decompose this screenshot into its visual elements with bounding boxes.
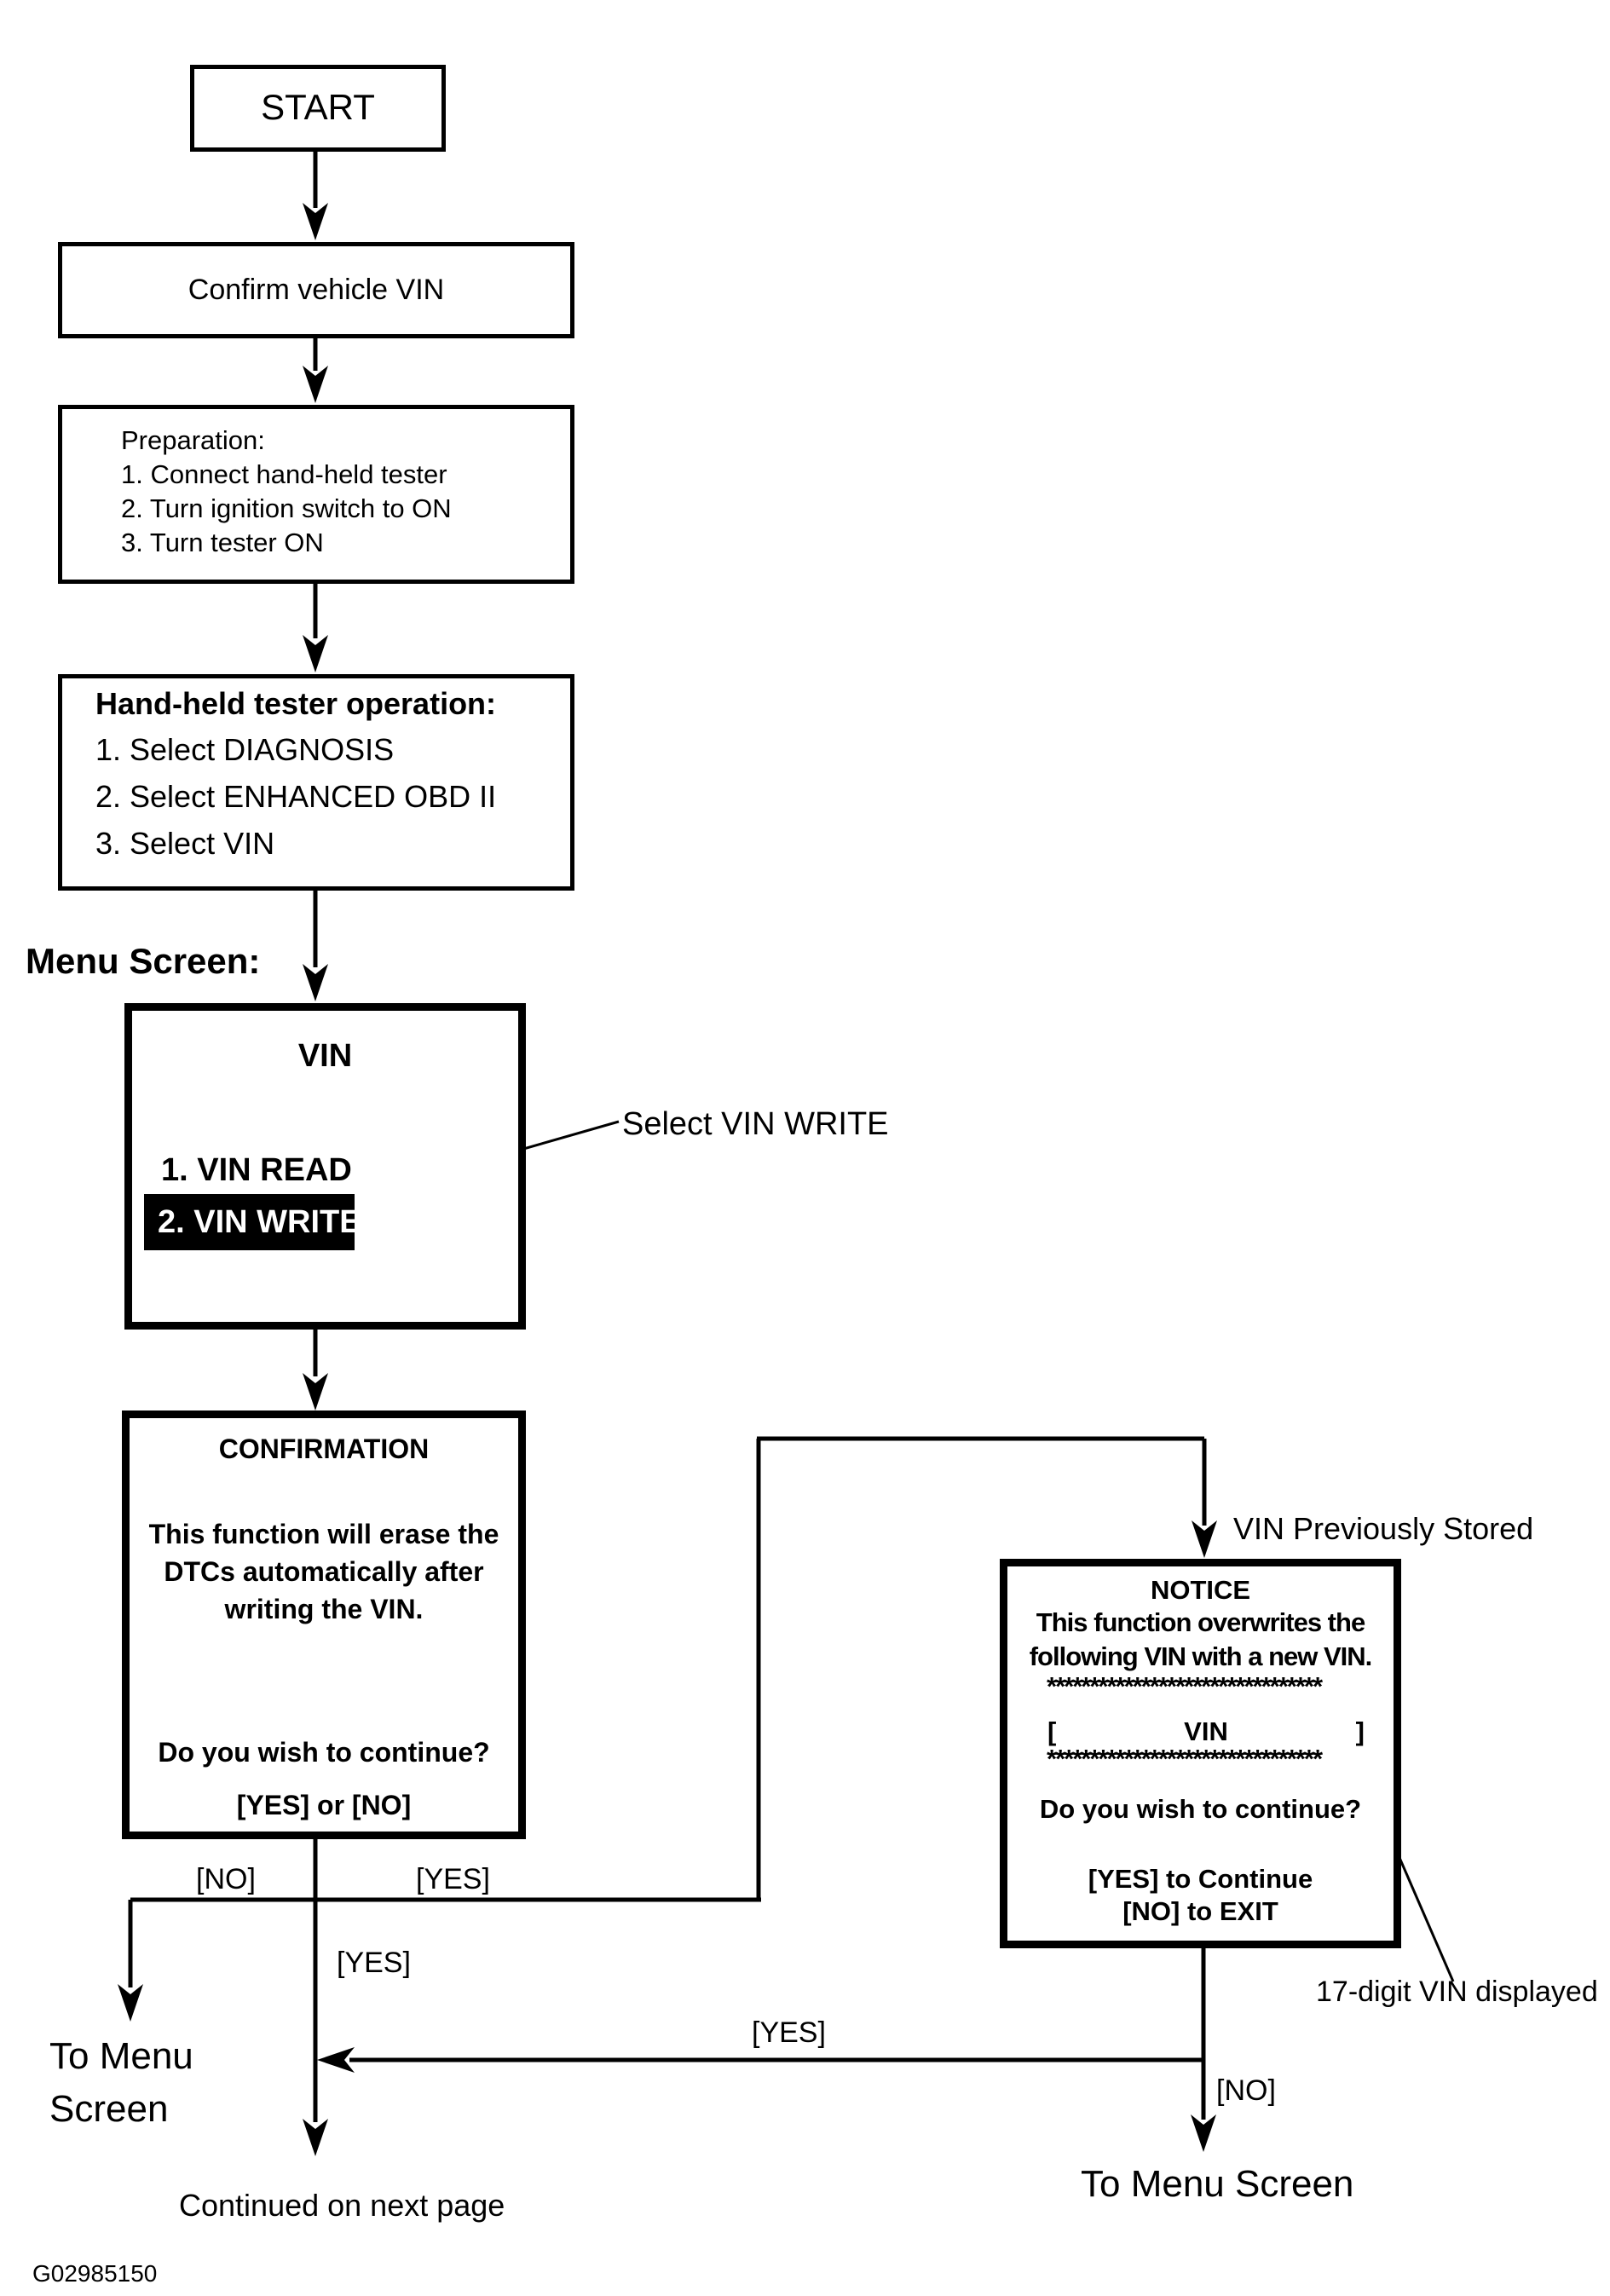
notice-vin-open-bracket: [ bbox=[1047, 1716, 1057, 1746]
terminal-continued-next-page: Continued on next page bbox=[179, 2188, 505, 2223]
arrow-tester-to-vinmenu-head bbox=[303, 964, 328, 1001]
arrow-notice-down-head bbox=[1191, 2114, 1216, 2152]
notice-yes-line: [YES] to Continue bbox=[1088, 1864, 1313, 1894]
arrow-continued-head bbox=[303, 2119, 328, 2156]
notice-stars-bottom: ******************************** bbox=[1047, 1745, 1323, 1774]
tester-operation-step-3: 3. Select VIN bbox=[95, 826, 275, 861]
annotation-vin-previously-stored: VIN Previously Stored bbox=[1233, 1511, 1534, 1546]
branch-label-no-notice: [NO] bbox=[1216, 2074, 1276, 2107]
notice-no-line: [NO] to EXIT bbox=[1122, 1896, 1278, 1926]
vin-menu-item-write-highlight: 2. VIN WRITE bbox=[144, 1194, 361, 1250]
node-start-label: START bbox=[261, 87, 375, 127]
tester-operation-step-2: 2. Select ENHANCED OBD II bbox=[95, 779, 497, 814]
confirmation-body-2: DTCs automatically after bbox=[164, 1556, 484, 1587]
terminal-to-menu-left-line1: To Menu bbox=[49, 2035, 193, 2077]
tester-operation-title: Hand-held tester operation: bbox=[95, 686, 497, 721]
branch-label-yes-right: [YES] bbox=[416, 1863, 490, 1895]
branch-label-yes-down: [YES] bbox=[337, 1947, 411, 1979]
vin-menu-title: VIN bbox=[297, 1038, 353, 1074]
node-notice bbox=[1000, 1559, 1401, 1948]
arrow-start-to-confirm-head bbox=[303, 203, 328, 240]
arrow-vinmenu-to-confirmation-head bbox=[303, 1373, 328, 1410]
annotation-select-vin-write: Select VIN WRITE bbox=[622, 1106, 889, 1142]
notice-vin-label: VIN bbox=[1184, 1716, 1228, 1746]
menu-screen-label: Menu Screen: bbox=[26, 941, 261, 981]
arrow-no-branch-head bbox=[118, 1984, 143, 2022]
node-confirm-vin bbox=[58, 242, 574, 338]
confirmation-body-1: This function will erase the bbox=[148, 1519, 499, 1549]
vin-menu-item-write: 2. VIN WRITE bbox=[158, 1203, 361, 1240]
arrow-confirm-to-preparation-head bbox=[303, 366, 328, 403]
preparation-step-3: 3. Turn tester ON bbox=[121, 528, 324, 557]
arrow-into-notice-head bbox=[1192, 1520, 1217, 1558]
preparation-step-2: 2. Turn ignition switch to ON bbox=[121, 493, 452, 523]
node-confirm-vin-label: Confirm vehicle VIN bbox=[188, 274, 445, 306]
node-tester-operation bbox=[58, 674, 574, 891]
node-preparation bbox=[58, 405, 574, 584]
notice-body-2: following VIN with a new VIN. bbox=[1029, 1641, 1373, 1671]
figure-code: G02985150 bbox=[32, 2260, 158, 2287]
branch-label-no-left: [NO] bbox=[196, 1863, 256, 1895]
node-vin-menu bbox=[124, 1003, 526, 1330]
annotation-17-digit-vin: 17-digit VIN displayed bbox=[1316, 1976, 1598, 2008]
tester-operation-step-1: 1. Select DIAGNOSIS bbox=[95, 732, 395, 767]
branch-label-yes-return: [YES] bbox=[752, 2016, 826, 2049]
notice-question: Do you wish to continue? bbox=[1039, 1794, 1362, 1824]
notice-title: NOTICE bbox=[1150, 1575, 1251, 1605]
preparation-title: Preparation: bbox=[121, 425, 265, 455]
node-start bbox=[190, 65, 446, 152]
preparation-step-1: 1. Connect hand-held tester bbox=[121, 459, 447, 489]
confirmation-body-3: writing the VIN. bbox=[224, 1594, 424, 1624]
notice-stars-top: ******************************** bbox=[1047, 1672, 1323, 1701]
notice-vin-row: [ VIN ] bbox=[1047, 1716, 1365, 1747]
confirmation-question: Do you wish to continue? bbox=[158, 1737, 490, 1768]
terminal-to-menu-right: To Menu Screen bbox=[1081, 2163, 1354, 2205]
notice-vin-close-bracket: ] bbox=[1355, 1716, 1365, 1746]
terminal-to-menu-left-line2: Screen bbox=[49, 2088, 169, 2130]
arrow-preparation-to-tester-head bbox=[303, 635, 328, 672]
confirmation-options: [YES] or [NO] bbox=[236, 1790, 412, 1820]
node-confirmation bbox=[122, 1410, 526, 1839]
vin-menu-item-read: 1. VIN READ bbox=[161, 1152, 352, 1188]
arrow-yes-return-head bbox=[317, 2047, 355, 2073]
confirmation-title: CONFIRMATION bbox=[218, 1434, 430, 1464]
notice-body-1: This function overwrites the bbox=[1036, 1607, 1365, 1637]
